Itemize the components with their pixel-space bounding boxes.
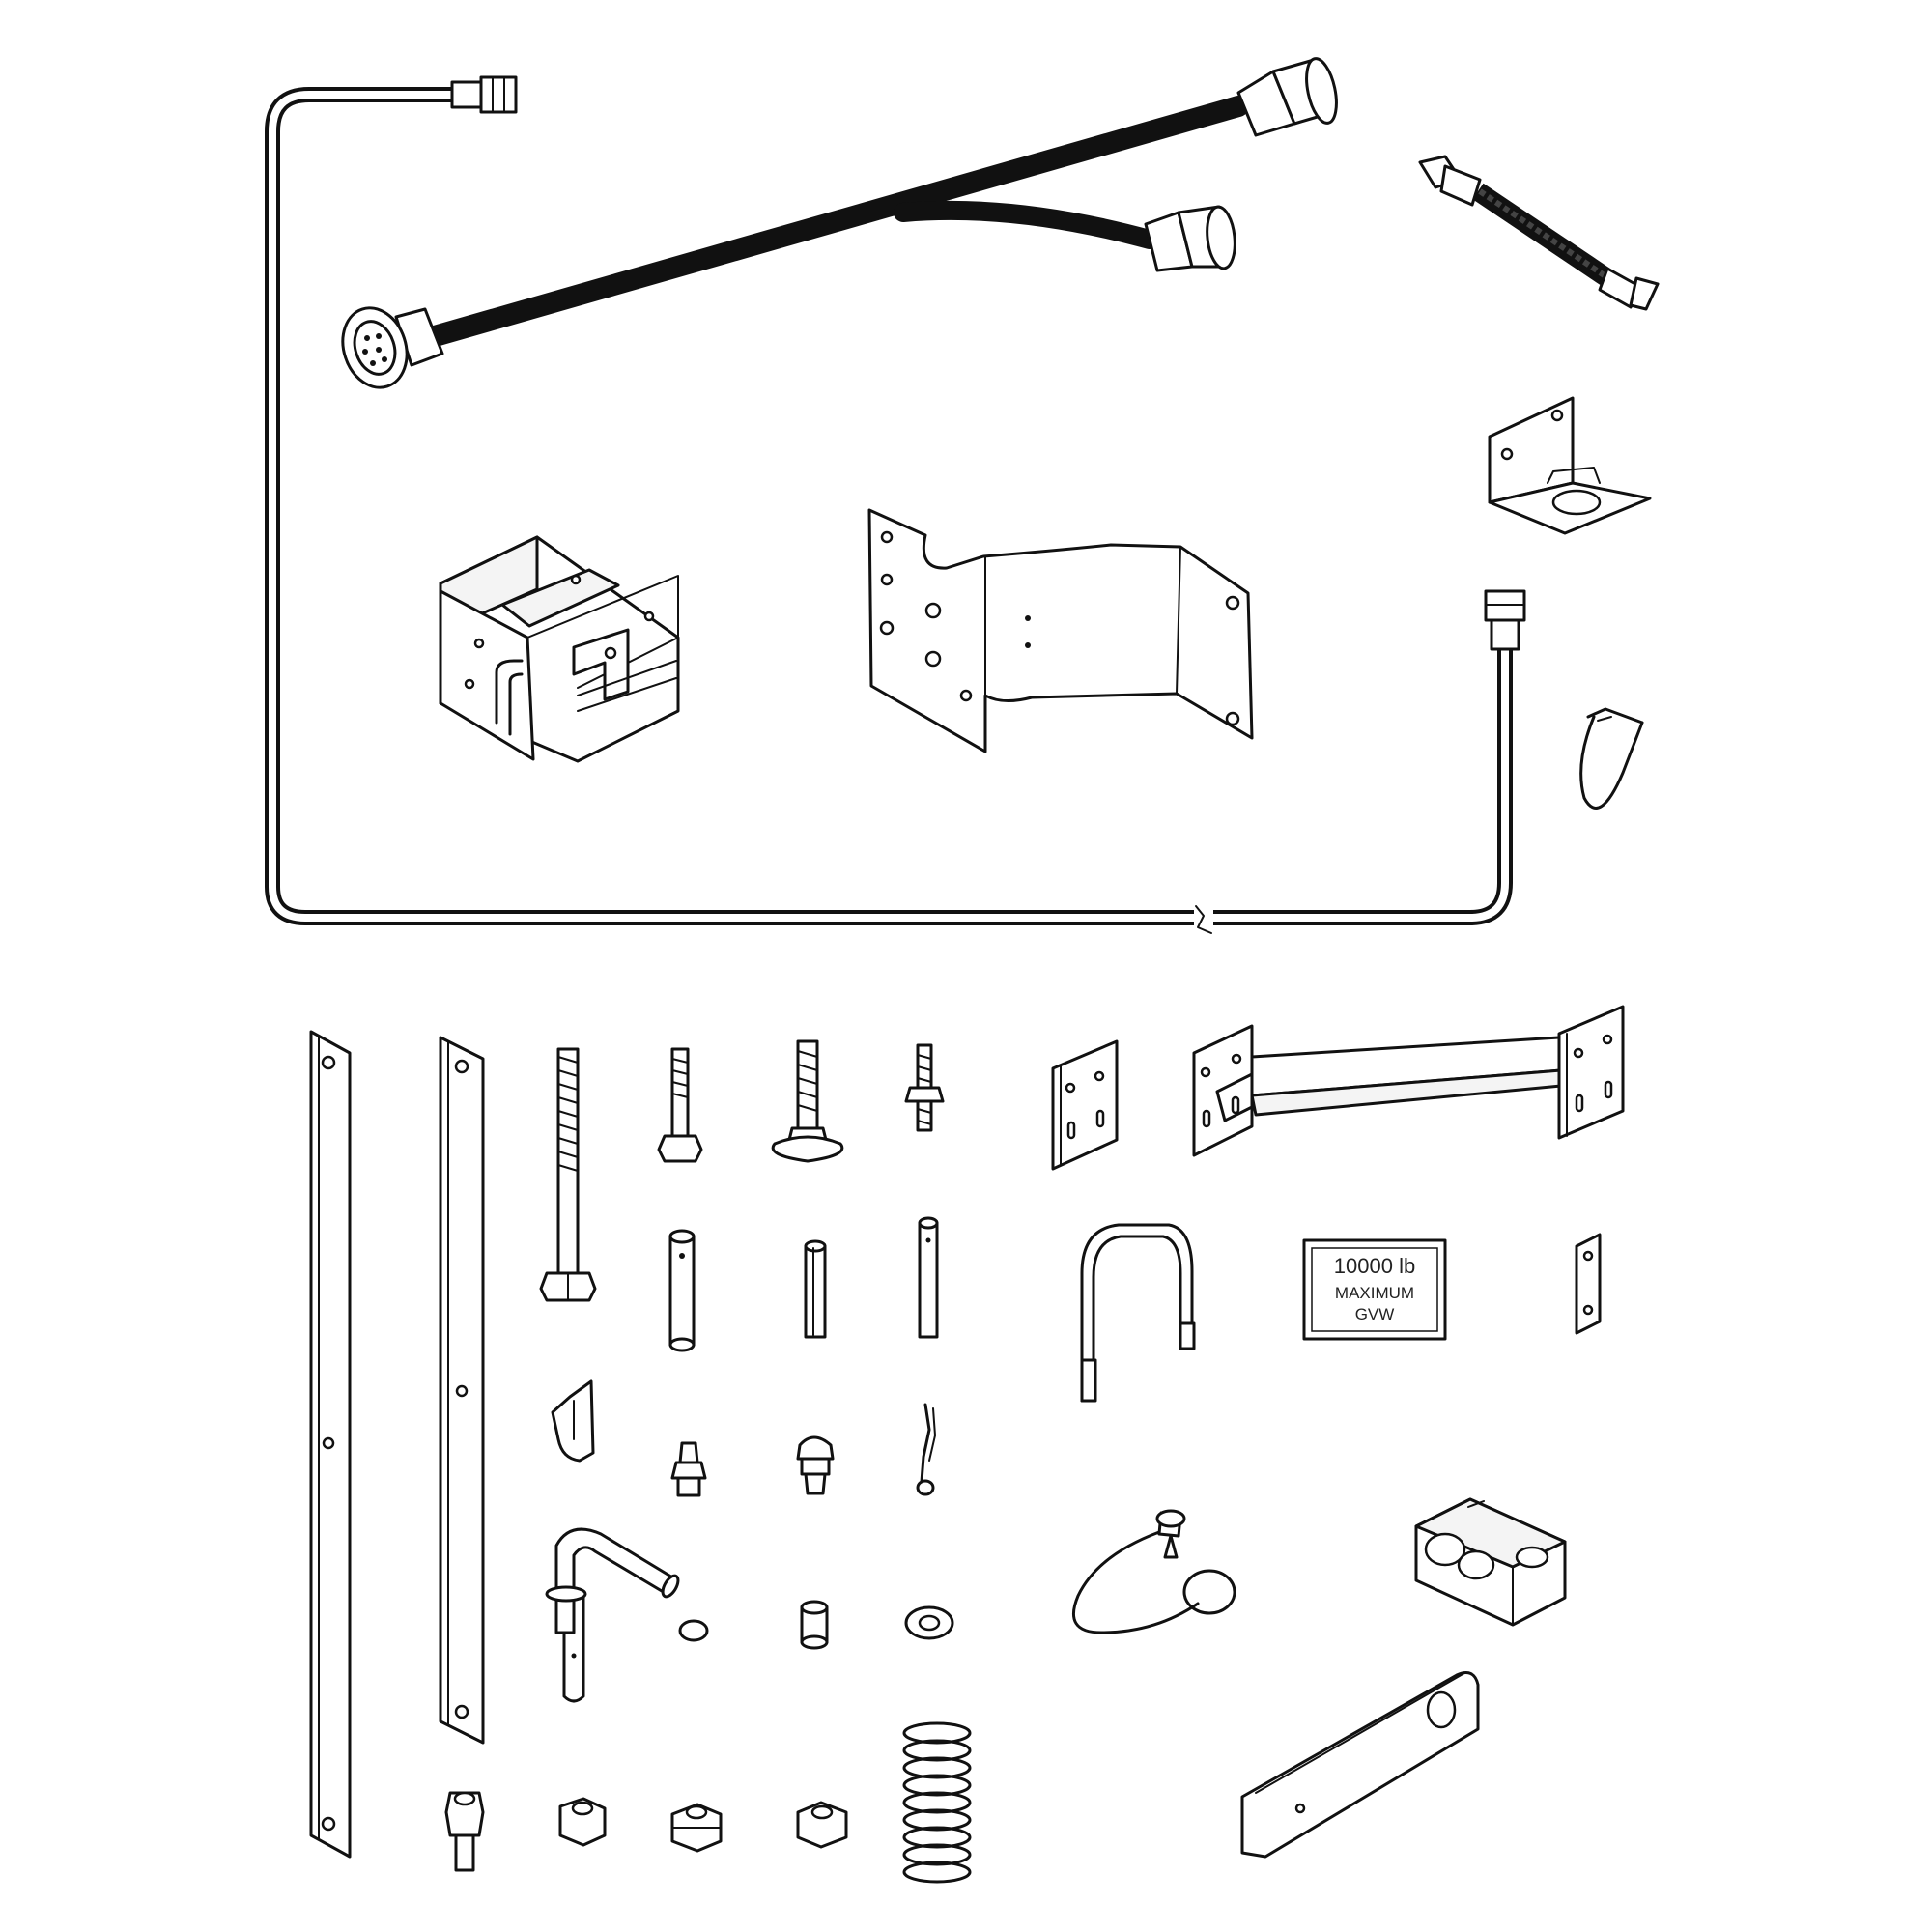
clevis-pin — [668, 1229, 696, 1352]
coupling-nut — [444, 1791, 485, 1872]
l-handle-pin — [545, 1527, 680, 1703]
mounting-plate-small — [1051, 1039, 1119, 1171]
snap-ring — [678, 1619, 709, 1642]
hitch-mount-bracket — [439, 535, 680, 763]
flat-washer — [904, 1605, 954, 1640]
cotter-pin — [916, 1403, 936, 1496]
small-strap — [1575, 1233, 1602, 1335]
spring-clip — [551, 1379, 595, 1463]
flat-bar-medium — [439, 1036, 485, 1745]
small-l-bracket — [1488, 396, 1652, 535]
label-line-2: GVW — [1355, 1305, 1395, 1323]
label-line-1: MAXIMUM — [1335, 1284, 1414, 1302]
roll-pin — [804, 1239, 827, 1339]
harness-plug-left — [341, 306, 444, 389]
harness-socket-branch — [1144, 205, 1236, 272]
lock-nut — [670, 1803, 723, 1853]
cable-end-fitting-top — [450, 75, 518, 114]
flat-bar-long — [309, 1030, 352, 1859]
support-arm — [1192, 1005, 1625, 1157]
stud-bolt-small — [904, 1043, 945, 1132]
harness-socket-top — [1236, 57, 1338, 137]
hex-nut-1 — [558, 1797, 607, 1847]
label-weight: 10000 lb — [1334, 1254, 1415, 1278]
cable-end-fitting-right — [1484, 589, 1526, 651]
hitch-block — [1414, 1497, 1567, 1627]
hex-nut-2 — [796, 1801, 848, 1849]
spacer-bushing — [800, 1600, 829, 1650]
long-bolt — [539, 1047, 597, 1302]
u-bolt — [1080, 1223, 1196, 1403]
lanyard-pin — [1072, 1509, 1236, 1634]
pin-slim — [918, 1216, 939, 1339]
cable-tie — [1579, 707, 1644, 810]
long-cable — [265, 87, 1513, 934]
large-curved-bracket — [867, 508, 1254, 753]
tongue-plate — [1240, 1671, 1480, 1859]
short-hose — [1418, 155, 1660, 311]
carriage-bolt — [771, 1039, 844, 1163]
hex-bolt-medium — [657, 1047, 703, 1163]
compression-spring — [902, 1721, 972, 1884]
gvw-label-plate: 10000 lb MAXIMUM GVW — [1302, 1238, 1447, 1341]
button-head-bolt — [796, 1435, 835, 1495]
y-wiring-harness — [341, 57, 1338, 389]
grease-fitting — [670, 1441, 707, 1497]
